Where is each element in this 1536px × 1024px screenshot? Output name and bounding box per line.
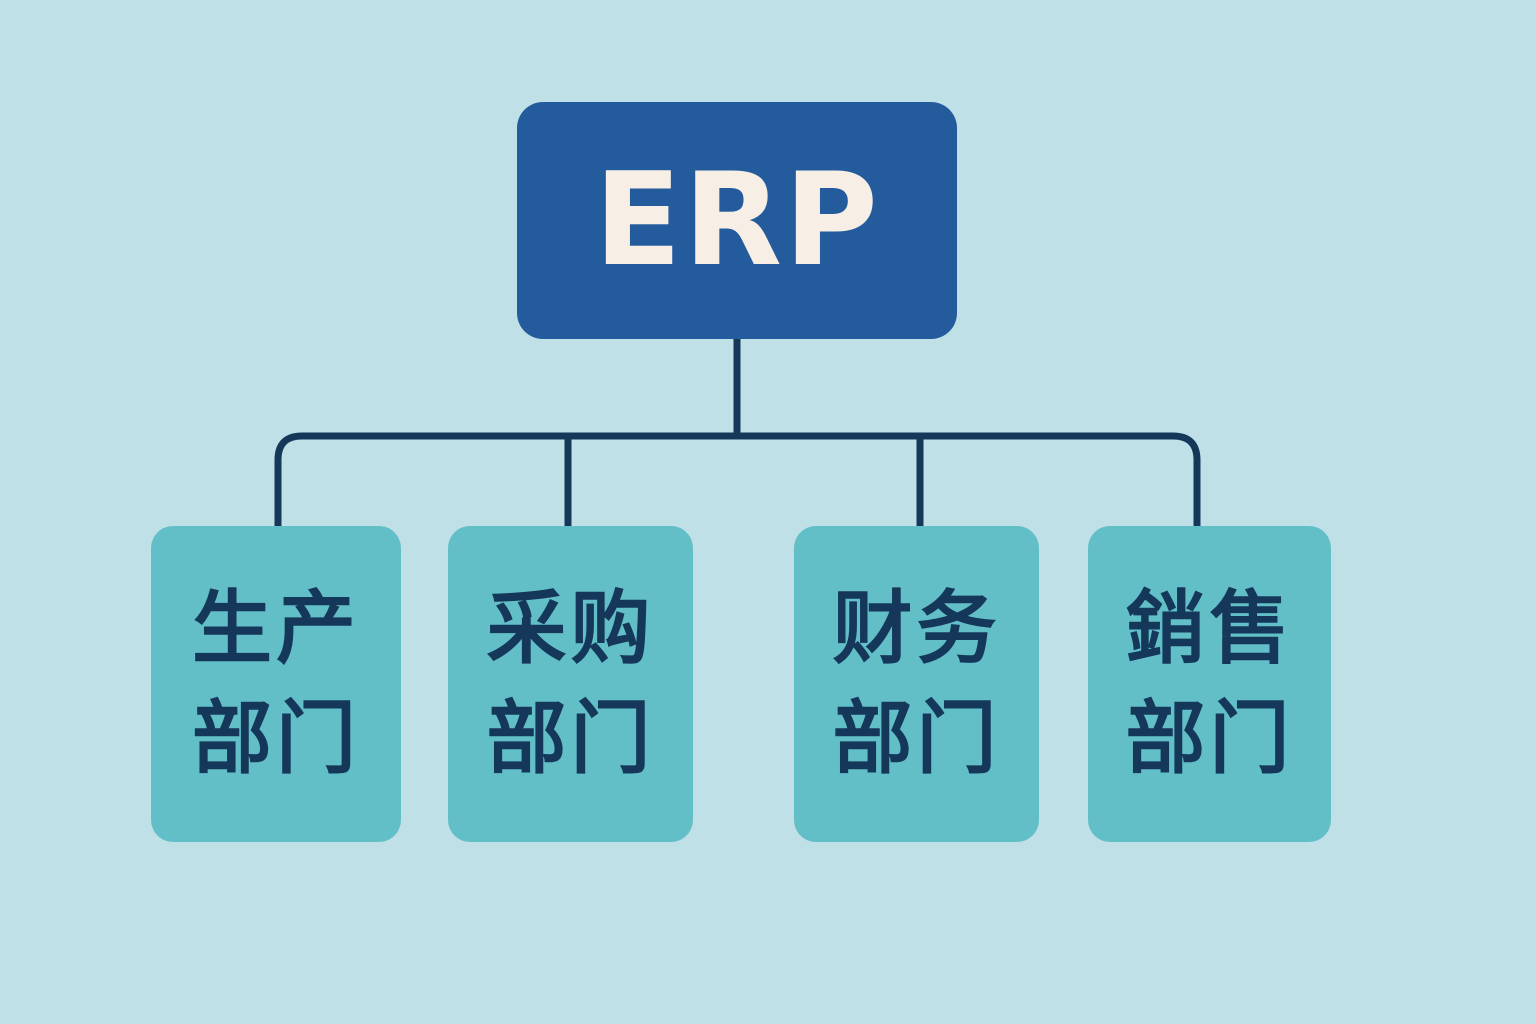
department-node-purchasing: 采购 部门	[448, 526, 693, 842]
department-suffix: 部门	[832, 692, 1001, 785]
horizontal-bus	[274, 432, 1201, 526]
department-suffix: 部门	[486, 692, 655, 785]
department-name: 采购	[486, 582, 655, 675]
department-name: 财务	[832, 582, 1001, 675]
department-name: 銷售	[1125, 582, 1294, 675]
department-node-sales: 銷售 部门	[1088, 526, 1331, 842]
erp-root-node: ERP	[517, 102, 957, 339]
department-node-production: 生产 部门	[151, 526, 401, 842]
department-suffix: 部门	[192, 692, 360, 785]
department-name: 生产	[192, 582, 360, 675]
department-suffix: 部门	[1125, 692, 1294, 785]
erp-label: ERP	[594, 146, 880, 295]
department-node-finance: 财务 部门	[794, 526, 1039, 842]
